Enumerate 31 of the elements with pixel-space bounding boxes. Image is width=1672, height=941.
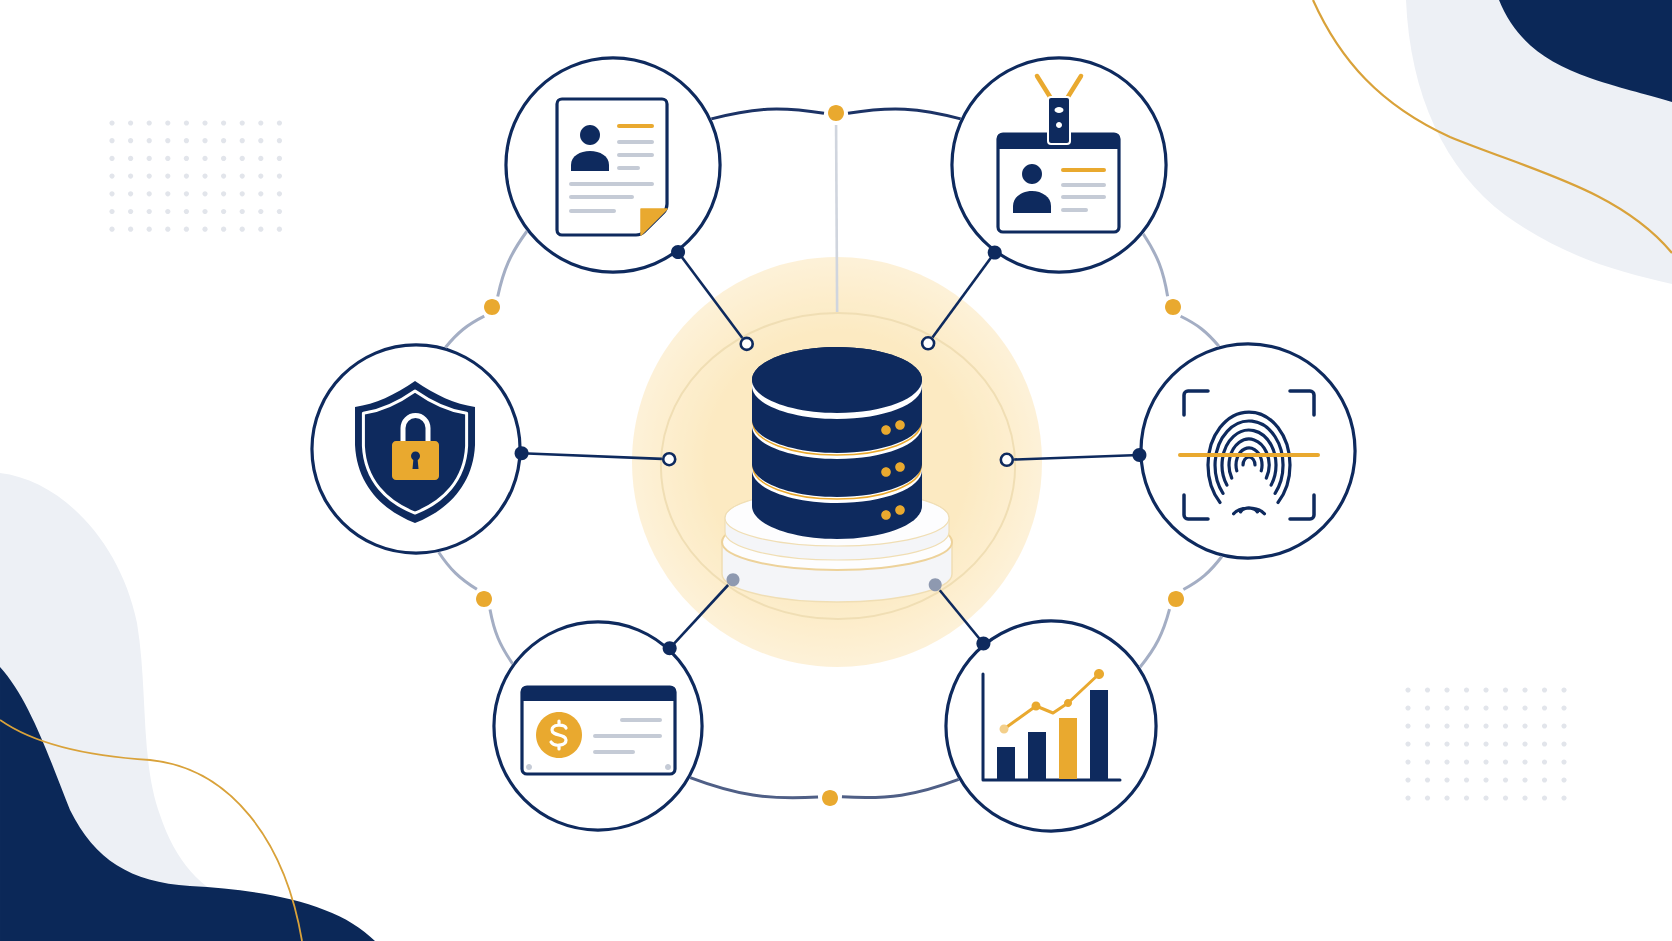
halo-ring [659,311,1017,621]
connector-line [671,245,744,339]
icon-circle [1139,342,1357,560]
connector-line [437,551,478,591]
connector-line [841,778,960,800]
connector-line [496,230,529,297]
connector-line [1141,232,1170,297]
connector-line [1179,314,1221,348]
junction-dot [828,105,844,121]
connector-line [1014,448,1147,462]
connector-line [938,589,991,651]
connector-line [1182,555,1223,591]
port-ring [920,336,936,351]
connector-line [689,776,819,800]
connector-line [711,107,825,121]
junction-dot [1165,299,1181,315]
junction-dot [484,299,500,315]
port-ring [999,452,1015,468]
port-ring [661,451,677,467]
junction-dot [1168,591,1184,607]
connector-line [444,314,485,349]
connector-line [514,446,662,461]
connector-line [931,245,1002,339]
junction-dot [476,591,492,607]
connector-line [488,609,514,665]
connector-line [662,584,730,656]
connector-line [834,125,839,312]
junction-dot [822,790,838,806]
connector-line [1138,608,1171,669]
connector-line [847,107,961,121]
port-ring [739,336,754,352]
